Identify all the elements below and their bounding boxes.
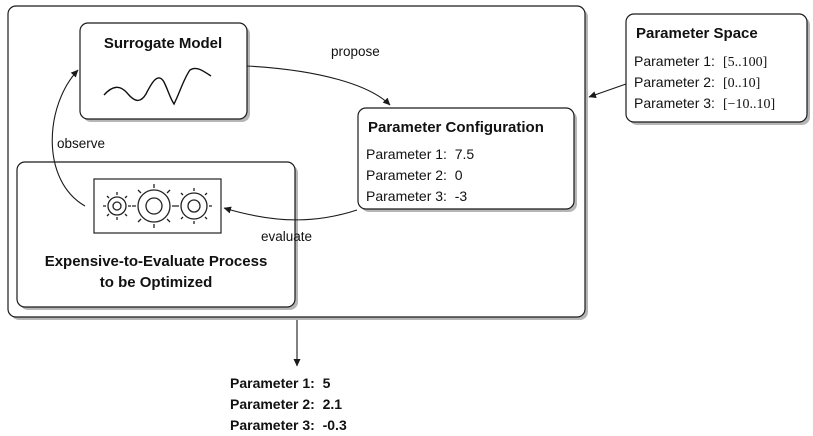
observe-arrow — [51, 69, 86, 207]
result-parameter-3: Parameter 3: -0.3 — [230, 417, 347, 433]
parameter-configuration-title: Parameter Configuration — [368, 119, 544, 136]
gears-icon — [93, 178, 222, 234]
propose-arrow — [246, 65, 391, 106]
surrogate-model-box: Surrogate Model — [79, 22, 250, 122]
config-parameter-2: Parameter 2: 0 — [366, 167, 463, 183]
surrogate-curve-icon — [103, 67, 212, 106]
space-parameter-2-range: [0..10] — [723, 76, 760, 91]
parameter-configuration-box: Parameter Configuration Parameter 1: 7.5… — [357, 107, 577, 212]
result-parameter-1: Parameter 1: 5 — [230, 375, 331, 391]
evaluate-arrow — [223, 206, 358, 221]
parameter-space-title: Parameter Space — [636, 25, 758, 42]
space-parameter-3-range: [−10..10] — [723, 97, 775, 112]
space-parameter-2-label: Parameter 2: — [634, 74, 715, 90]
process-title-line-1: Expensive-to-Evaluate Process — [45, 253, 268, 270]
result-parameter-2: Parameter 2: 2.1 — [230, 396, 342, 412]
config-parameter-1: Parameter 1: 7.5 — [366, 146, 474, 162]
process-box: Expensive-to-Evaluate Process to be Opti… — [16, 161, 298, 310]
space-parameter-1-label: Parameter 1: — [634, 53, 715, 69]
config-parameter-3: Parameter 3: -3 — [366, 188, 467, 204]
evaluate-label: evaluate — [261, 229, 312, 244]
result-block: Parameter 1: 5 Parameter 2: 2.1 Paramete… — [230, 375, 347, 433]
propose-label: propose — [331, 44, 380, 59]
space-parameter-3-label: Parameter 3: — [634, 95, 715, 111]
observe-label: observe — [57, 136, 105, 151]
parameter-space-arrow — [588, 83, 627, 98]
parameter-space-box: Parameter Space Parameter 1: [5..100] Pa… — [625, 13, 810, 125]
process-title-line-2: to be Optimized — [100, 274, 213, 291]
surrogate-model-title: Surrogate Model — [104, 35, 222, 52]
space-parameter-1-range: [5..100] — [723, 55, 767, 70]
